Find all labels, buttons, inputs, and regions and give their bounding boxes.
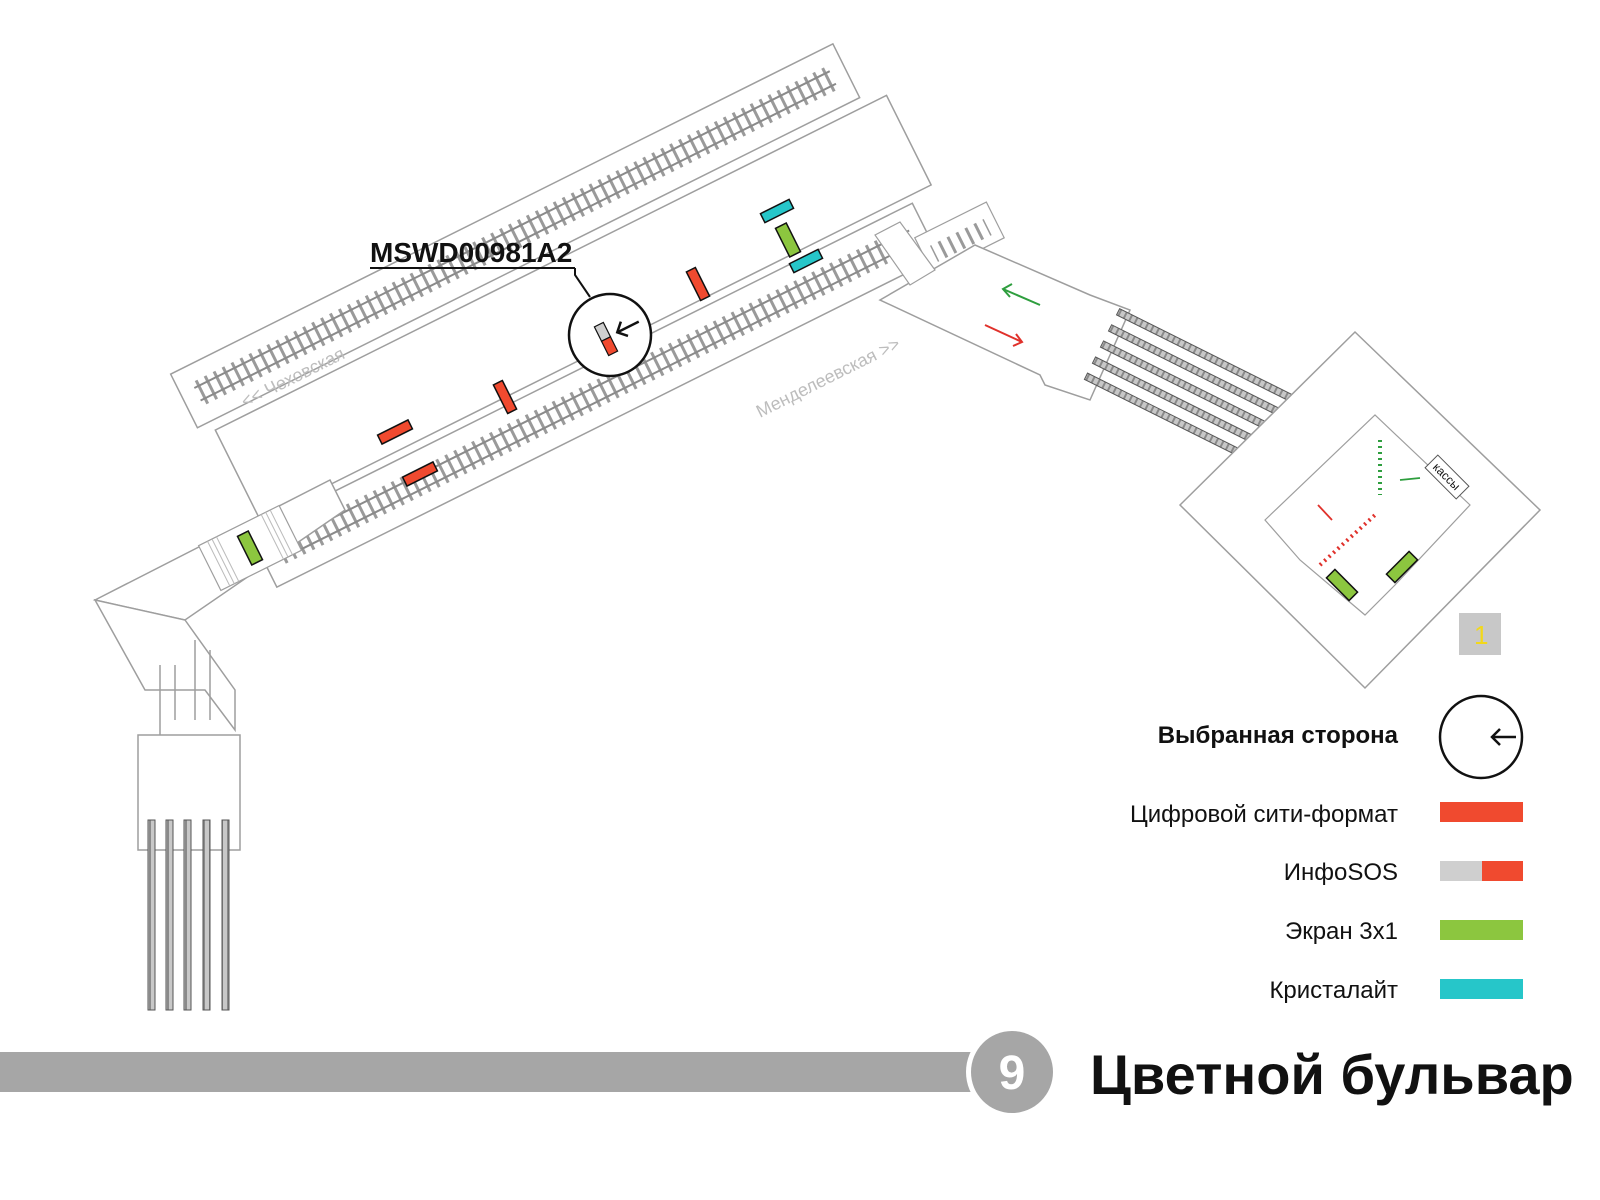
track-label-lower: Менделеевская >> — [753, 333, 903, 421]
legend: Выбранная сторона Цифровой сити-формат И… — [1130, 694, 1524, 1004]
legend-infosos-label: ИнфоSOS — [1284, 859, 1398, 886]
legend-city-format-label: Цифровой сити-формат — [1130, 801, 1398, 828]
legend-cristalight-swatch — [1440, 979, 1523, 999]
screen-3x1-markers — [236, 221, 1419, 602]
callout-leader — [574, 268, 591, 298]
flow-arrows-passage — [984, 283, 1041, 347]
vestibule-inner — [1264, 414, 1471, 616]
right-passage — [878, 244, 1132, 401]
passage-ramp — [874, 221, 936, 286]
legend-infosos-swatch-left — [1440, 861, 1482, 881]
lower-track — [271, 225, 919, 566]
turnstiles-exit — [1318, 513, 1377, 567]
arrow-left-icon — [615, 320, 640, 338]
legend-arrow-left-icon — [1490, 728, 1516, 746]
legend-cristalight-label: Кристалайт — [1269, 977, 1398, 1004]
legend-screen-3x1-swatch — [1440, 920, 1523, 940]
exit-number: 1 — [1474, 620, 1488, 650]
legend-infosos-swatch-right — [1482, 861, 1523, 881]
platform-group — [169, 42, 941, 589]
exit-marker — [1459, 613, 1501, 655]
left-corridor — [92, 478, 346, 740]
legend-selected-side-label: Выбранная сторона — [1158, 722, 1399, 749]
legend-city-format-swatch — [1440, 802, 1523, 822]
panel-code-label: MSWD00981A2 — [370, 237, 572, 268]
city-format-markers — [376, 266, 711, 488]
upper-track — [191, 65, 839, 406]
legend-screen-3x1-label: Экран 3х1 — [1285, 918, 1398, 945]
legend-selected-side-circle — [1438, 694, 1524, 780]
line-bar — [0, 1052, 1000, 1092]
station-footer: 9 Цветной бульвар — [0, 1026, 1574, 1118]
line-badge — [971, 1031, 1053, 1113]
left-escalators — [147, 819, 230, 1011]
station-name: Цветной бульвар — [1090, 1043, 1574, 1106]
cristalight-markers — [759, 198, 824, 274]
line-number: 9 — [999, 1047, 1026, 1100]
selected-infosos[interactable] — [567, 292, 653, 378]
